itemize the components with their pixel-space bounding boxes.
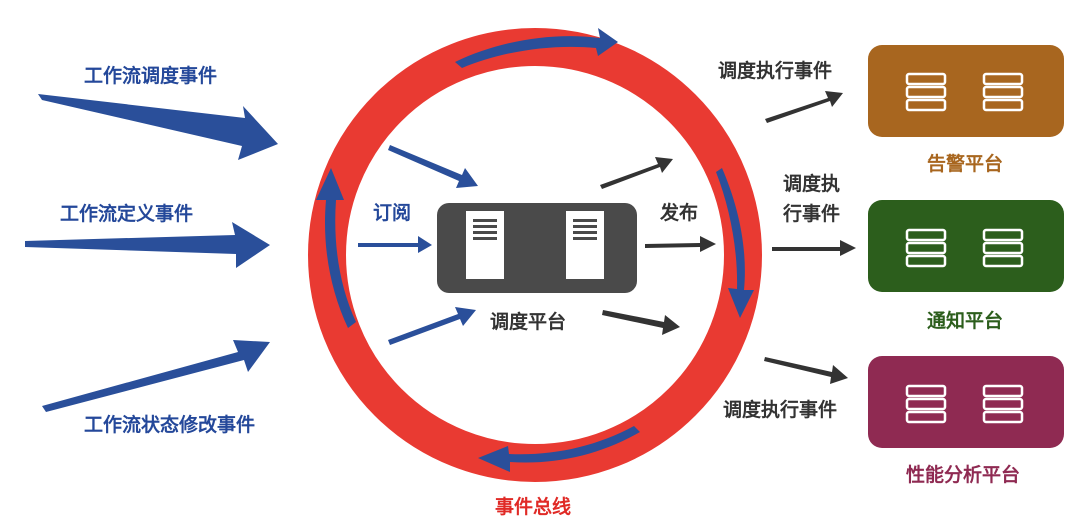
perf-analysis-platform	[868, 356, 1064, 448]
subscribe-arrow-upper	[388, 145, 478, 188]
schedule-event-arrow	[38, 94, 278, 160]
server-rack-icon	[905, 228, 947, 268]
subscribe-arrow-lower	[388, 307, 476, 345]
define-event-arrow	[25, 222, 270, 268]
perf-platform-box	[868, 356, 1064, 448]
ring-arrow-bottom	[478, 426, 640, 472]
schedule-event-label: 工作流调度事件	[84, 64, 217, 87]
server-rack-icon	[905, 72, 947, 112]
notify-platform-box	[868, 200, 1064, 292]
status-change-event-arrow	[42, 340, 270, 412]
server-rack-icon	[982, 72, 1024, 112]
dispatch-label-bottom: 调度执行事件	[723, 398, 837, 421]
notify-platform	[868, 200, 1064, 292]
server-rack-icon	[982, 384, 1024, 424]
dispatch-arrow-alert	[765, 91, 843, 123]
publish-label: 发布	[659, 201, 698, 224]
alert-platform	[868, 45, 1064, 137]
dispatch-arrow-notify	[772, 240, 856, 256]
subscribe-label: 订阅	[373, 202, 411, 224]
scheduler-label: 调度平台	[490, 310, 566, 333]
dispatch-label-middle-1: 调度执	[783, 172, 840, 195]
server-rack-icon	[982, 228, 1024, 268]
event-bus-label: 事件总线	[495, 495, 571, 518]
server-icon	[566, 211, 604, 279]
scheduler-platform	[437, 203, 637, 293]
server-icon	[466, 211, 504, 279]
publish-arrow-upper	[600, 157, 673, 189]
server-rack-icon	[905, 384, 947, 424]
ring-arrow-top	[455, 28, 618, 68]
dispatch-label-top: 调度执行事件	[718, 59, 832, 82]
ring-arrow-right	[716, 168, 754, 318]
define-event-label: 工作流定义事件	[60, 202, 193, 225]
ring-arrow-left	[316, 168, 356, 328]
perf-platform-label: 性能分析平台	[906, 463, 1020, 486]
dispatch-label-middle-2: 行事件	[782, 202, 840, 225]
dispatch-arrow-perf	[764, 357, 848, 384]
alert-platform-label: 告警平台	[927, 152, 1003, 175]
notify-platform-label: 通知平台	[927, 309, 1003, 332]
publish-arrow-middle	[645, 236, 716, 252]
subscribe-arrow-middle	[358, 236, 432, 253]
publish-arrow-lower	[602, 310, 680, 335]
alert-platform-box	[868, 45, 1064, 137]
status-change-event-label: 工作流状态修改事件	[84, 413, 255, 436]
ring-flow-arrows	[316, 28, 754, 472]
